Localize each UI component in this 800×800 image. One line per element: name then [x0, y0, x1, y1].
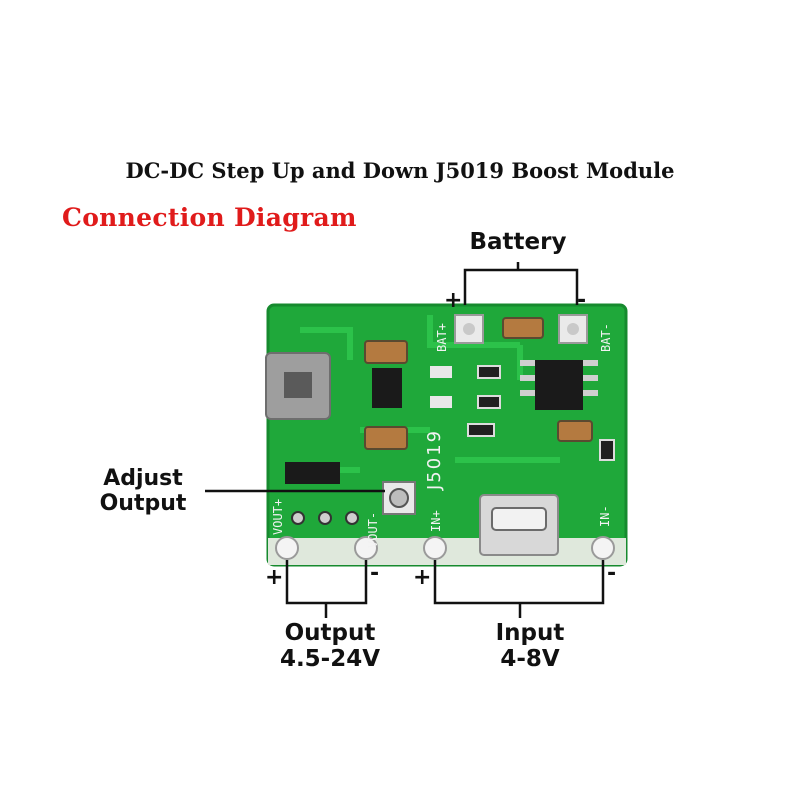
ic-pin: [583, 360, 598, 366]
output-label-line2: 4.5-24V: [279, 646, 381, 673]
diagram-subtitle: Connection Diagram: [62, 203, 357, 232]
pad-hole: [567, 323, 579, 335]
resistor: [599, 439, 615, 461]
inductor: [265, 352, 331, 420]
silk-in-minus: IN-: [598, 505, 612, 527]
pad-small: [291, 511, 305, 525]
input-minus-sign: -: [607, 561, 616, 586]
battery-plus-sign: +: [444, 288, 462, 313]
ic-pin: [520, 390, 535, 396]
output-plus-sign: +: [265, 565, 283, 590]
capacitor-4: [557, 420, 593, 442]
polarity-marks: + - + - + -: [265, 288, 616, 590]
pad-small: [345, 511, 359, 525]
capacitor-3: [364, 426, 408, 450]
diode: [285, 462, 340, 484]
input-label: Input 4-8V: [455, 620, 605, 673]
ic-left: [372, 368, 402, 408]
output-minus-sign: -: [370, 561, 379, 586]
silk-in-plus: IN+: [429, 510, 443, 532]
silkscreen: BAT+ BAT- IN+ IN- VOUT+ VOUT- J5019: [271, 323, 613, 548]
adjust-output-label: Adjust Output: [78, 466, 208, 517]
ic-pin: [583, 375, 598, 381]
silk-vout-minus: VOUT-: [366, 512, 380, 548]
input-label-line2: 4-8V: [500, 646, 560, 673]
output-label-line1: Output: [284, 620, 376, 646]
input-label-line1: Input: [495, 620, 565, 646]
connection-lines: [205, 262, 605, 618]
capacitor-1: [502, 317, 544, 339]
ic-pin: [520, 360, 535, 366]
pcb-bottom-edge: [268, 538, 626, 565]
diagram-title: DC-DC Step Up and Down J5019 Boost Modul…: [125, 158, 675, 183]
resistors: [430, 365, 615, 461]
ic-pin: [520, 375, 535, 381]
pad-in-plus: [423, 536, 447, 560]
output-label: Output 4.5-24V: [250, 620, 410, 673]
pad-in-minus: [591, 536, 615, 560]
resistor: [467, 423, 495, 437]
battery-label: Battery: [469, 229, 567, 255]
pad-hole: [463, 323, 475, 335]
battery-bracket: [463, 268, 579, 305]
battery-minus-sign: -: [577, 288, 586, 313]
usb-opening: [491, 507, 547, 531]
pot-knob: [389, 488, 409, 508]
silk-bat-minus: BAT-: [599, 323, 613, 352]
silk-vout-plus: VOUT+: [271, 499, 285, 535]
resistor: [477, 365, 501, 379]
inductor-marking: [284, 372, 312, 398]
pad-vout-minus: [354, 536, 378, 560]
micro-usb-port: [479, 494, 559, 556]
led: [430, 366, 452, 378]
ic-right: [535, 360, 583, 410]
silk-model: J5019: [424, 429, 445, 491]
pad-small: [318, 511, 332, 525]
capacitors: [364, 317, 593, 450]
ic-pin: [583, 390, 598, 396]
solder-pads: [275, 314, 615, 560]
capacitor-2: [364, 340, 408, 364]
resistor: [477, 395, 501, 409]
silk-bat-plus: BAT+: [435, 323, 449, 352]
led: [430, 396, 452, 408]
input-plus-sign: +: [413, 565, 431, 590]
potentiometer: [382, 481, 416, 515]
adjust-label-line2: Output: [99, 491, 187, 517]
ic-chips: [285, 360, 598, 484]
adjust-label-line1: Adjust: [103, 466, 183, 491]
pad-vout-plus: [275, 536, 299, 560]
